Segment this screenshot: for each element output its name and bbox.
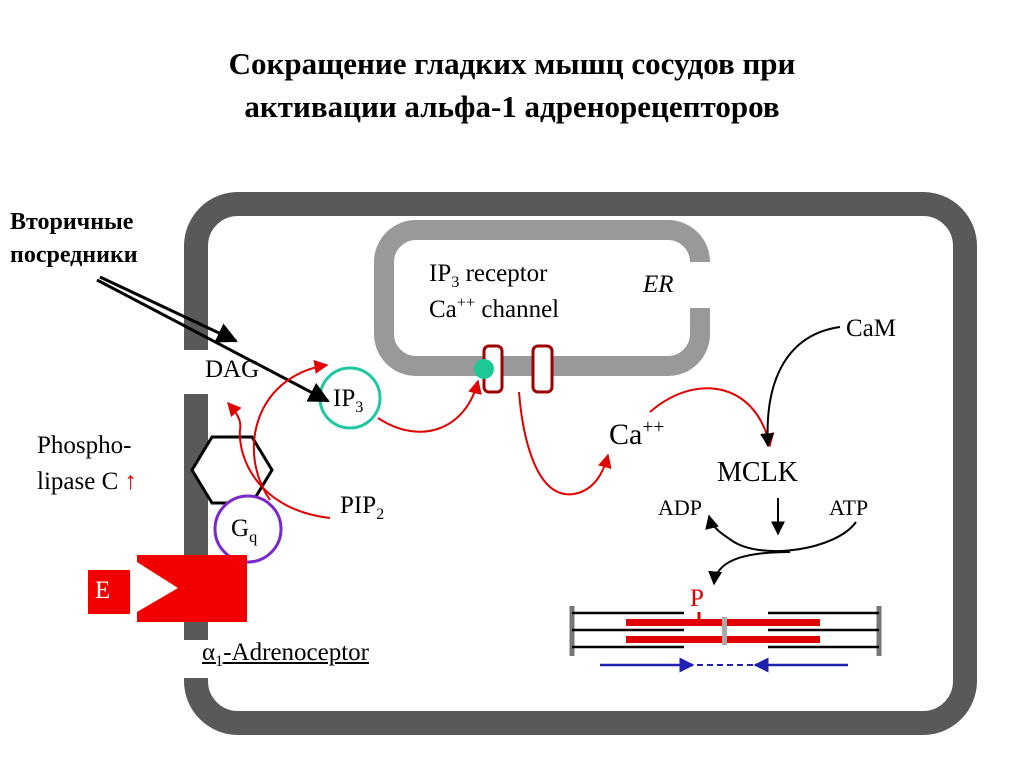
pointer-arrow-ip3	[96, 278, 330, 403]
atp-label: ATP	[829, 495, 869, 520]
gq-label-base: G	[231, 515, 250, 542]
arrow-ip3-to-channel	[377, 379, 482, 433]
phosphate-p-label: P	[690, 585, 704, 612]
receptor-rest: -Adrenoceptor	[223, 639, 369, 666]
receptor-alpha: α	[202, 639, 216, 666]
adp-label: ADP	[658, 495, 703, 520]
ca-label-base: Ca	[609, 418, 643, 451]
second-messengers-line-2: посредники	[10, 242, 138, 268]
ip3-binding-dot	[474, 359, 494, 379]
receptor-binding-pocket	[137, 562, 178, 612]
er-label: ER	[643, 271, 674, 298]
membrane-gap-dag	[181, 350, 213, 394]
arrow-atp-adp	[705, 514, 857, 553]
mclk-label: MCLK	[717, 457, 798, 488]
pip2-label-sub: 2	[376, 505, 385, 523]
er-opening	[690, 262, 712, 308]
second-messengers-line-1: Вторичные	[10, 209, 134, 235]
phospholipase-line-1: Phospho-	[37, 432, 132, 459]
agonist-e-label: E	[95, 577, 111, 604]
alpha1-adrenoceptor-label: α1-Adrenoceptor	[202, 639, 369, 669]
pip2-label: PIP2	[340, 492, 384, 522]
pip2-label-base: PIP	[340, 492, 377, 519]
dag-label: DAG	[205, 356, 260, 383]
cam-label: CaM	[846, 315, 896, 342]
membrane-gap-receptor	[181, 640, 213, 678]
pointer-arrow-dag	[99, 275, 238, 343]
arrow-to-phosphorylation	[708, 551, 791, 586]
arrow-channel-to-ca	[518, 391, 612, 496]
ca-label: Ca++	[609, 417, 665, 451]
arrow-pip2-to-ip3	[252, 360, 329, 501]
title-line-1: Сокращение гладких мышц сосудов при	[228, 46, 796, 81]
gq-label: Gq	[231, 515, 257, 545]
arrow-cam-to-mclk	[760, 326, 841, 448]
phospholipase-up-arrow: ↑	[124, 468, 138, 495]
ip3-label: IP3	[333, 385, 363, 415]
agonist-e-box	[88, 570, 130, 614]
ca-label-sup: ++	[642, 417, 665, 438]
page-title: Сокращение гладких мышц сосудов при акти…	[0, 42, 1024, 128]
ip3-receptor-label: IP3 receptor Ca++ channel	[429, 256, 559, 328]
ip3-receptor-line-2: Ca++ channel	[429, 293, 560, 323]
gq-label-sub: q	[249, 528, 258, 546]
ip3-label-base: IP	[333, 385, 356, 412]
sarcomere	[569, 606, 882, 656]
gq-circle	[213, 494, 283, 564]
phospholipase-line-2: lipase C	[37, 468, 119, 495]
ip3-channel-right	[531, 344, 554, 394]
ip3-label-sub: 3	[355, 398, 364, 416]
receptor-sub: 1	[215, 652, 224, 670]
arrow-pip2-to-dag	[227, 401, 331, 519]
phospholipase-c-label: Phospho- lipase C ↑	[37, 428, 137, 500]
title-line-2: активации альфа-1 адренорецепторов	[244, 89, 780, 124]
second-messengers-label: Вторичные посредники	[10, 206, 138, 272]
ip3-receptor-line-1: IP3 receptor	[429, 260, 548, 291]
arrow-ca-to-mclk	[649, 387, 775, 448]
